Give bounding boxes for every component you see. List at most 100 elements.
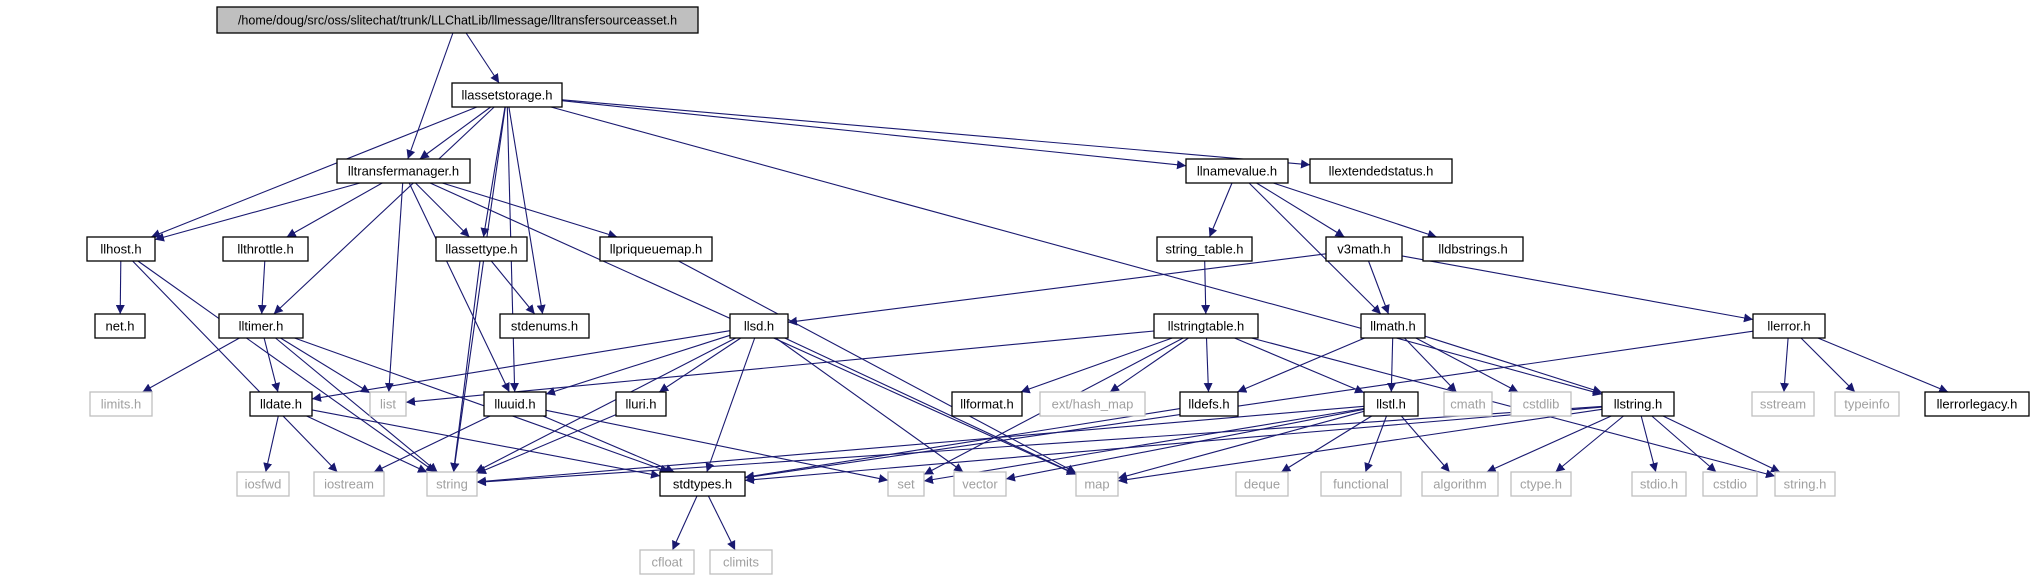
edge-lltransfermanager-to-list — [384, 182, 404, 393]
node-label: llnamevalue.h — [1197, 164, 1277, 179]
node-label: algorithm — [1433, 477, 1486, 492]
node-label: llextendedstatus.h — [1329, 164, 1434, 179]
node-llerror[interactable]: llerror.h — [1752, 313, 1826, 339]
node-typeinfo[interactable]: typeinfo — [1834, 391, 1900, 417]
node-label: llhost.h — [100, 242, 141, 257]
node-lldbstrings[interactable]: lldbstrings.h — [1422, 236, 1524, 262]
node-label: functional — [1333, 477, 1389, 492]
edge-lldate-to-stdtypes — [311, 409, 661, 479]
node-label: string.h — [1784, 477, 1827, 492]
node-llextendedstatus[interactable]: llextendedstatus.h — [1309, 158, 1453, 184]
edge-llassetstorage-to-llassettype — [480, 106, 506, 238]
edge-llstring-to-cstdio — [1651, 415, 1717, 473]
node-label: iosfwd — [245, 477, 282, 492]
node-llthrottle[interactable]: llthrottle.h — [222, 236, 309, 262]
node-iostream[interactable]: iostream — [313, 471, 385, 497]
node-llstring[interactable]: llstring.h — [1601, 391, 1675, 417]
node-label: limits.h — [101, 397, 141, 412]
node-sstream[interactable]: sstream — [1751, 391, 1815, 417]
edge-llthrottle-to-lltimer — [257, 260, 267, 315]
node-label: lldate.h — [260, 397, 302, 412]
node-llassettype[interactable]: llassettype.h — [435, 236, 528, 262]
edge-llstl-to-deque — [1281, 415, 1372, 473]
node-algorithm[interactable]: algorithm — [1421, 471, 1499, 497]
node-label: lluuid.h — [494, 397, 535, 412]
node-box — [1363, 391, 1419, 417]
edge-lldate-to-iosfwd — [263, 415, 279, 473]
node-llhost[interactable]: llhost.h — [86, 236, 156, 262]
node-cstdlib[interactable]: cstdlib — [1510, 391, 1572, 417]
node-label: map — [1084, 477, 1109, 492]
edge-llstl-to-map — [1117, 410, 1365, 481]
node-ctype[interactable]: ctype.h — [1510, 471, 1572, 497]
node-llformat[interactable]: llformat.h — [951, 391, 1023, 417]
node-string_h[interactable]: string.h — [1774, 471, 1836, 497]
node-label: lltimer.h — [239, 319, 284, 334]
node-net[interactable]: net.h — [94, 313, 146, 339]
node-set[interactable]: set — [887, 471, 925, 497]
node-limits[interactable]: limits.h — [89, 391, 153, 417]
node-llmath[interactable]: llmath.h — [1360, 313, 1426, 339]
node-string_table[interactable]: string_table.h — [1156, 236, 1253, 262]
edge-llassetstorage-to-stdenums — [508, 106, 546, 315]
node-box — [435, 236, 528, 262]
node-cmath[interactable]: cmath — [1443, 391, 1493, 417]
node-box — [1185, 158, 1289, 184]
node-llassetstorage[interactable]: llassetstorage.h — [451, 82, 563, 108]
node-box — [499, 313, 590, 339]
node-llpriqueuemap[interactable]: llpriqueuemap.h — [599, 236, 713, 262]
node-llstl[interactable]: llstl.h — [1363, 391, 1419, 417]
node-vector[interactable]: vector — [953, 471, 1007, 497]
edge-llmath-to-cmath — [1404, 337, 1457, 393]
node-hash_map[interactable]: ext/hash_map — [1039, 391, 1146, 417]
node-box — [1752, 313, 1826, 339]
edge-llsd-to-stdtypes — [705, 337, 756, 473]
node-lldefs[interactable]: lldefs.h — [1179, 391, 1239, 417]
node-llstringtable[interactable]: llstringtable.h — [1153, 313, 1259, 339]
edge-llstl-to-algorithm — [1400, 415, 1451, 473]
node-lluuid[interactable]: lluuid.h — [483, 391, 547, 417]
node-label: deque — [1244, 477, 1280, 492]
node-llnamevalue[interactable]: llnamevalue.h — [1185, 158, 1289, 184]
edge-llstring-to-stdtypes — [744, 406, 1603, 485]
node-v3math[interactable]: v3math.h — [1325, 236, 1403, 262]
node-label: /home/doug/src/oss/slitechat/trunk/LLCha… — [238, 14, 677, 28]
node-box — [1924, 391, 2030, 417]
node-functional[interactable]: functional — [1320, 471, 1402, 497]
node-cstdio[interactable]: cstdio — [1702, 471, 1758, 497]
node-llerrorlegacy[interactable]: llerrorlegacy.h — [1924, 391, 2030, 417]
node-cfloat[interactable]: cfloat — [639, 549, 695, 575]
node-climits[interactable]: climits — [709, 549, 773, 575]
node-box — [1702, 471, 1758, 497]
node-lltransfermanager[interactable]: lltransfermanager.h — [336, 158, 471, 184]
node-string[interactable]: string — [426, 471, 478, 497]
node-lltimer[interactable]: lltimer.h — [218, 313, 304, 339]
node-stdio[interactable]: stdio.h — [1631, 471, 1687, 497]
node-box — [451, 82, 563, 108]
node-deque[interactable]: deque — [1235, 471, 1289, 497]
node-stdtypes[interactable]: stdtypes.h — [659, 471, 746, 497]
node-label: list — [380, 397, 396, 412]
edge-llstl-to-vector — [1005, 408, 1365, 482]
node-llsd[interactable]: llsd.h — [729, 313, 789, 339]
node-map[interactable]: map — [1075, 471, 1119, 497]
node-lluri[interactable]: lluri.h — [615, 391, 667, 417]
nodes-layer: /home/doug/src/oss/slitechat/trunk/LLCha… — [86, 6, 2030, 575]
node-iosfwd[interactable]: iosfwd — [236, 471, 290, 497]
edge-lluuid-to-iostream — [373, 415, 491, 473]
node-lldate[interactable]: lldate.h — [249, 391, 313, 417]
node-list[interactable]: list — [369, 391, 407, 417]
edge-llassetstorage-to-lltransfermanager — [419, 106, 492, 160]
edge-llmath-to-llstring — [1424, 335, 1603, 395]
edge-root-to-llassetstorage — [465, 32, 500, 84]
node-label: v3math.h — [1337, 242, 1390, 257]
edge-llstring-to-string — [476, 405, 1603, 487]
node-root[interactable]: /home/doug/src/oss/slitechat/trunk/LLCha… — [216, 6, 699, 34]
edge-llstl-to-string — [476, 405, 1365, 486]
edge-llstring-to-algorithm — [1486, 415, 1612, 473]
node-stdenums[interactable]: stdenums.h — [499, 313, 590, 339]
node-box — [89, 391, 153, 417]
edge-lluuid-to-set — [545, 409, 889, 483]
edge-llsd-to-lldate — [311, 330, 731, 402]
node-box — [887, 471, 925, 497]
